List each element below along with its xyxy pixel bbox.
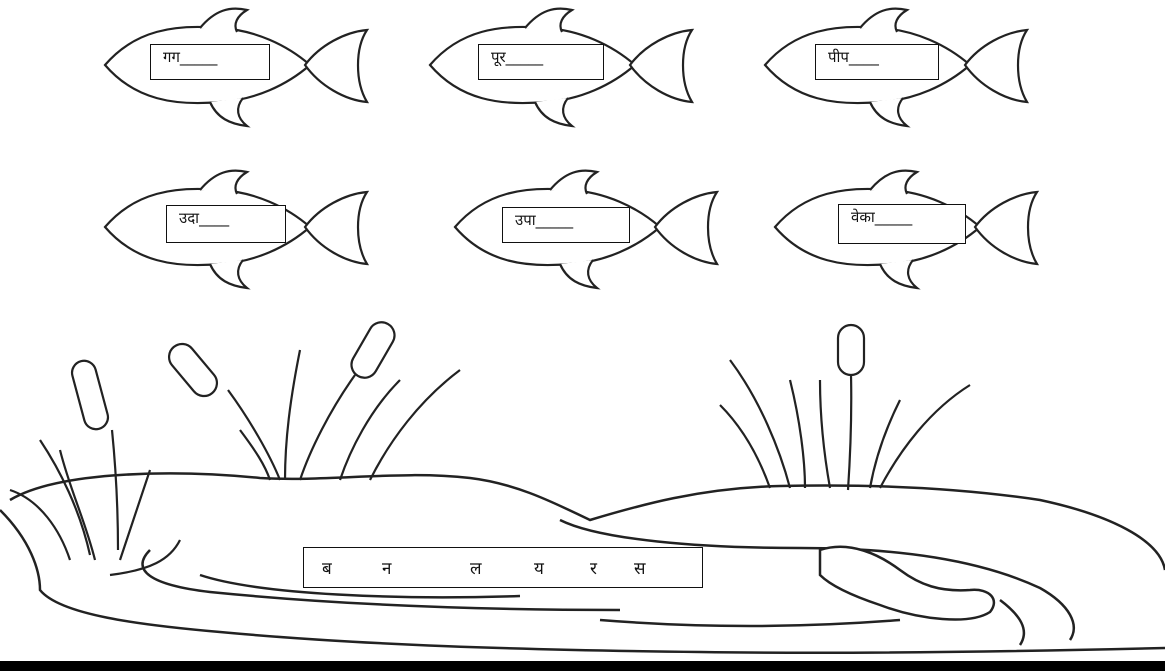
letter-bank-item: स <box>634 559 646 579</box>
fish-prompt-text: उदा____ <box>179 209 230 227</box>
fish-prompt-1: गग_____ <box>150 44 270 80</box>
fish-prompt-text: पूर_____ <box>491 48 544 66</box>
fish-prompt-2: पूर_____ <box>478 44 604 80</box>
letter-bank-item: र <box>590 559 597 579</box>
fish-prompt-text: गग_____ <box>163 48 218 66</box>
fish-prompt-text: वेका_____ <box>851 208 913 226</box>
pond <box>0 472 1165 655</box>
reeds-middle <box>167 321 461 481</box>
fish-prompt-5: उपा_____ <box>502 207 630 243</box>
bottom-border <box>0 661 1165 671</box>
fish-prompt-4: उदा____ <box>166 205 286 243</box>
letter-bank-item: य <box>534 559 544 579</box>
letter-bank-item: ल <box>470 559 482 579</box>
letter-bank-box: ब न ल य र स <box>303 547 703 588</box>
letter-bank-item: ब <box>322 559 332 579</box>
fish-prompt-text: उपा_____ <box>515 211 574 229</box>
letter-bank-item: न <box>382 559 392 579</box>
fish-prompt-3: पीप____ <box>815 44 939 80</box>
fish-prompt-text: पीप____ <box>828 48 879 66</box>
reeds-left <box>9 359 181 577</box>
fish-prompt-6: वेका_____ <box>838 204 966 244</box>
reeds-right <box>719 323 971 491</box>
